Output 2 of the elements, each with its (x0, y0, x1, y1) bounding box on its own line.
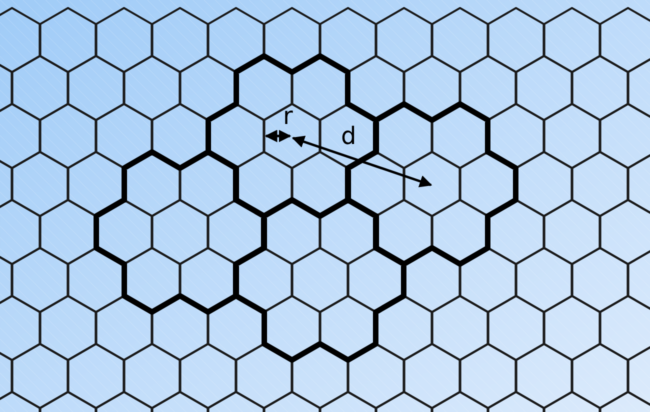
dimension-label: d (341, 124, 356, 148)
dimension-label: r (283, 104, 293, 128)
